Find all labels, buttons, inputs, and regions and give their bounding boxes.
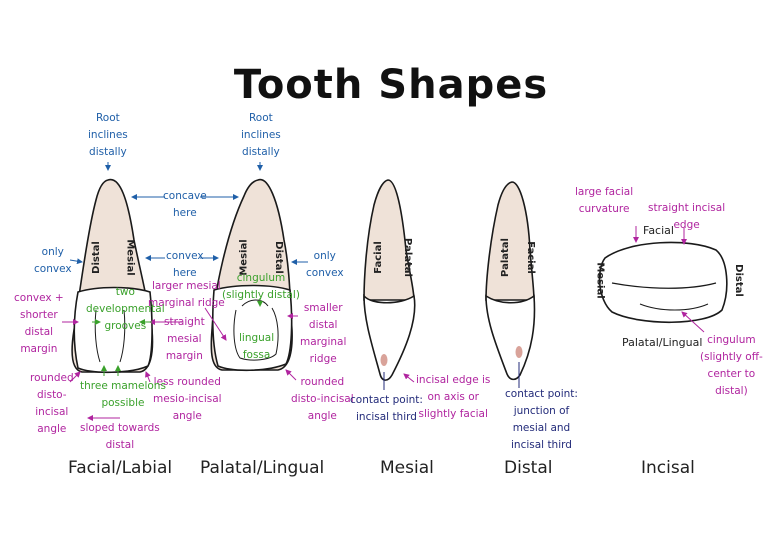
note-contact-point-incisal-third: contact point: incisal third bbox=[350, 394, 423, 423]
note-only-convex-right: only convex bbox=[306, 250, 344, 279]
note-cingulum-off-center: cingulum (slightly off- center to distal… bbox=[700, 334, 763, 397]
note-two-developmental-grooves: two developmental grooves bbox=[86, 286, 165, 332]
page-title: Tooth Shapes bbox=[233, 62, 549, 108]
note-straight-mesial-margin: straight mesial margin bbox=[164, 316, 205, 362]
note-three-mamelons-possible: three mamelons possible bbox=[80, 380, 166, 409]
view-label-facial: Facial/Labial bbox=[68, 458, 173, 478]
view-label-distal: Distal bbox=[504, 458, 553, 478]
label-mesial-incisal: Mesial bbox=[594, 262, 606, 299]
tooth-mesial bbox=[363, 179, 416, 381]
note-straight-incisal-edge: straight incisal edge bbox=[648, 202, 726, 231]
note-only-convex-left: only convex bbox=[34, 246, 72, 275]
note-lingual-fossa: lingual fossa bbox=[239, 332, 275, 361]
label-palatal-lingual-incisal: Palatal/Lingual bbox=[622, 336, 703, 349]
note-larger-mesial-marginal-ridge: larger mesial marginal ridge bbox=[148, 280, 225, 309]
note-convex-shorter-distal: convex + shorter distal margin bbox=[14, 292, 64, 355]
navy-arrows bbox=[383, 362, 520, 390]
note-sloped-towards-distal: sloped towards distal bbox=[80, 422, 160, 451]
tooth-facial bbox=[71, 178, 154, 374]
label-palatal-distal: Palatal bbox=[499, 238, 511, 277]
note-cingulum-slightly-distal: cingulum (slightly distal) bbox=[222, 272, 300, 301]
label-facial-distal: Facial bbox=[524, 241, 536, 274]
label-distal-palatal: Distal bbox=[272, 241, 284, 274]
blue-arrows bbox=[69, 162, 308, 265]
note-convex-here: convex here bbox=[166, 250, 204, 279]
note-rounded-disto-incisal-left: rounded disto- incisal angle bbox=[30, 372, 74, 435]
note-smaller-distal-marginal-ridge: smaller distal marginal ridge bbox=[300, 302, 347, 365]
label-palatal-mesial: Palatal bbox=[401, 238, 413, 277]
note-root-inclines-1: Root inclines distally bbox=[88, 112, 128, 158]
label-facial-incisal: Facial bbox=[643, 224, 674, 237]
tooth-distal bbox=[485, 181, 536, 381]
note-large-facial-curvature: large facial curvature bbox=[575, 186, 634, 215]
view-label-palatal: Palatal/Lingual bbox=[200, 458, 325, 478]
note-root-inclines-2: Root inclines distally bbox=[241, 112, 281, 158]
note-concave-here: concave here bbox=[163, 190, 207, 219]
tooth-incisal bbox=[598, 241, 728, 324]
magenta-arrows bbox=[62, 226, 705, 421]
label-facial-mesial: Facial bbox=[372, 241, 384, 274]
note-incisal-edge-on-axis: incisal edge is on axis or slightly faci… bbox=[416, 374, 491, 420]
view-label-mesial: Mesial bbox=[380, 458, 434, 478]
green-arrows bbox=[92, 298, 263, 376]
note-less-rounded-mesio-incisal: less rounded mesio-incisal angle bbox=[153, 376, 222, 422]
note-rounded-disto-incisal-right: rounded disto-incisal angle bbox=[291, 376, 354, 422]
label-mesial-facial: Mesial bbox=[124, 239, 136, 276]
label-distal-incisal: Distal bbox=[732, 264, 744, 297]
view-label-incisal: Incisal bbox=[641, 458, 695, 478]
note-contact-point-junction: contact point: junction of mesial and in… bbox=[505, 388, 578, 451]
tooth-palatal bbox=[210, 178, 293, 372]
label-distal-facial: Distal bbox=[90, 241, 102, 274]
